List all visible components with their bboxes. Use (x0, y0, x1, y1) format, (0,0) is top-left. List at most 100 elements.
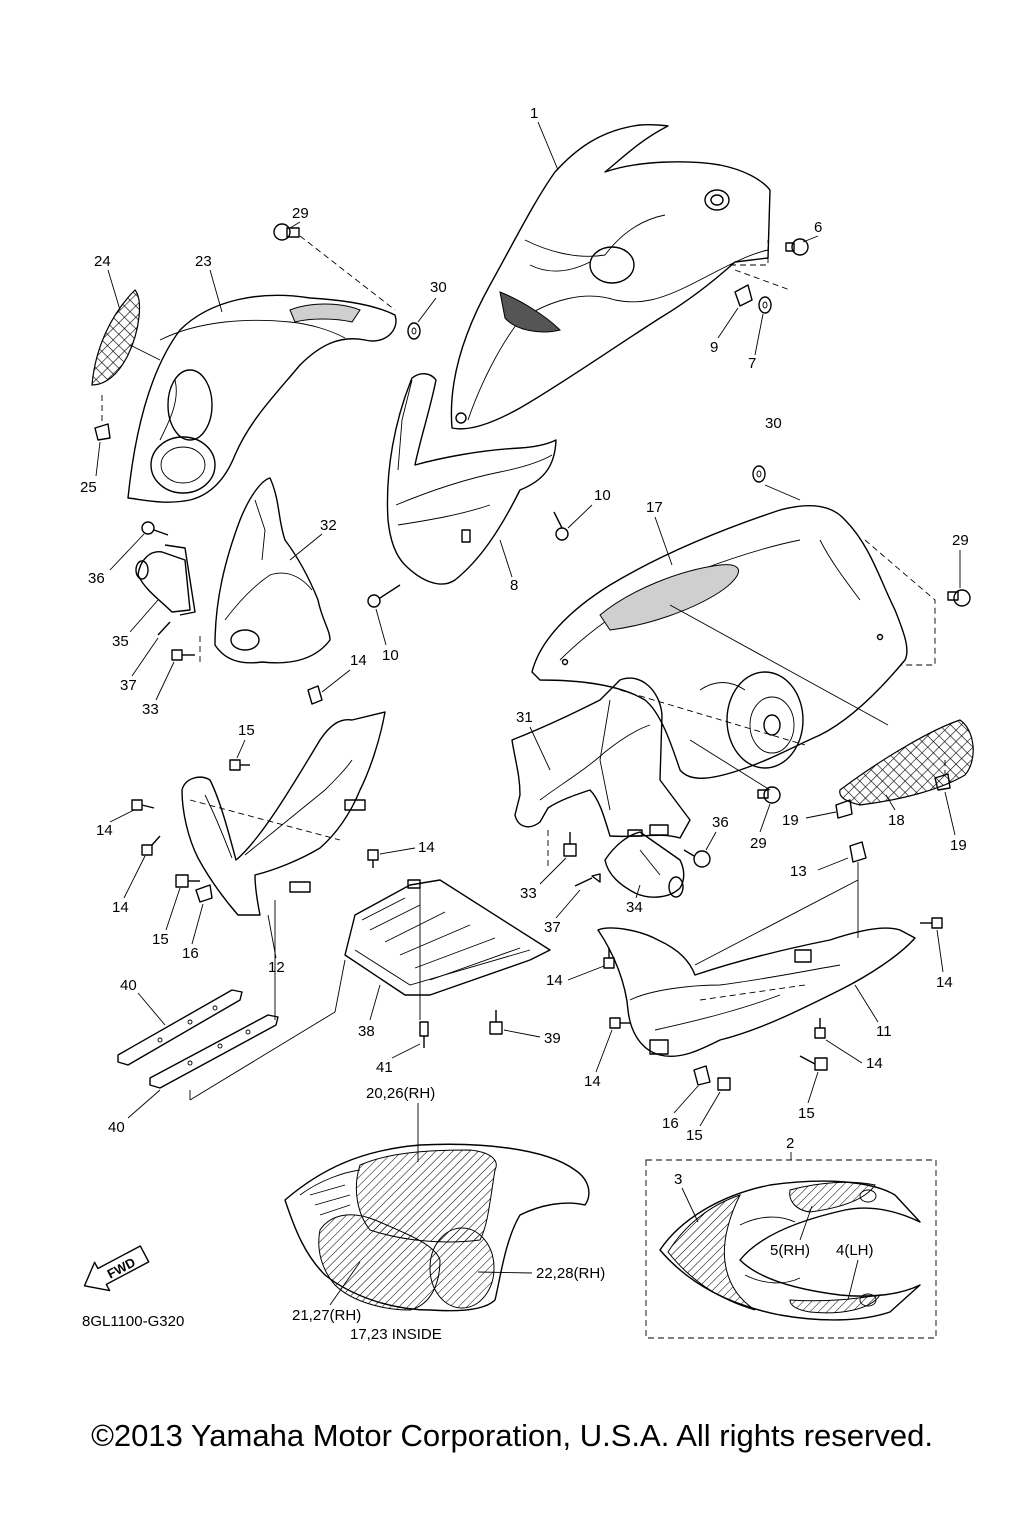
label-part-31: 31 (516, 709, 533, 726)
bolt-part-15d (717, 1077, 731, 1091)
label-part-37b: 37 (544, 919, 561, 936)
label-part-1: 1 (530, 105, 538, 122)
bolt-part-33a (171, 649, 195, 661)
label-part-14b: 14 (96, 822, 113, 839)
inner-panel-part-8 (386, 373, 557, 585)
rivet-part-41 (419, 1021, 429, 1048)
label-part-33b: 33 (520, 885, 537, 902)
label-part-30a: 30 (430, 279, 447, 296)
lower-left-bracket-part-12 (181, 711, 386, 916)
screw-part-14h (814, 1018, 826, 1039)
label-part-34: 34 (626, 899, 643, 916)
label-part-2: 2 (786, 1135, 794, 1152)
mesh-grille-part-24 (91, 289, 161, 386)
front-cowl-part-1 (450, 124, 771, 430)
clip-part-19a (835, 799, 853, 819)
label-part-17: 17 (646, 499, 663, 516)
bolt-part-15b (175, 874, 200, 888)
screw-part-14e (920, 917, 943, 929)
label-part-23: 23 (195, 253, 212, 270)
label-part-13: 13 (790, 863, 807, 880)
fwd-arrow-icon: FWD (83, 1245, 150, 1292)
screw-part-14c (141, 835, 161, 856)
screw-part-14b (131, 799, 155, 811)
label-part-14d: 14 (418, 839, 435, 856)
label-part-25: 25 (80, 479, 97, 496)
graphics-inside-note: 17,23 INSIDE (350, 1326, 442, 1343)
screw-part-14f (603, 948, 615, 969)
strip-part-40a (117, 989, 243, 1066)
label-part-41: 41 (376, 1059, 393, 1076)
bolt-part-29b (947, 589, 971, 607)
lower-right-bracket-part-11 (597, 927, 916, 1057)
label-part-35: 35 (112, 633, 129, 650)
label-part-29a: 29 (292, 205, 309, 222)
label-part-6: 6 (814, 219, 822, 236)
label-part-14g: 14 (584, 1073, 601, 1090)
bolt-part-36a (141, 521, 169, 536)
bolt-part-29c (757, 786, 781, 804)
label-part-8: 8 (510, 577, 518, 594)
label-graphics-top: 20,26(RH) (366, 1085, 435, 1102)
label-part-36a: 36 (88, 570, 105, 587)
washer-part-16a (195, 884, 213, 903)
mesh-grille-part-18 (839, 719, 974, 806)
label-part-12: 12 (268, 959, 285, 976)
diagram-code: 8GL1100-G320 (82, 1313, 184, 1330)
label-part-10a: 10 (594, 487, 611, 504)
label-part-11: 11 (876, 1023, 892, 1040)
screw-part-37a (157, 621, 171, 636)
label-part-39: 39 (544, 1030, 561, 1047)
label-part-16a: 16 (182, 945, 199, 962)
label-part-15b: 15 (152, 931, 169, 948)
label-graphics-lower-left: 21,27(RH) (292, 1307, 361, 1324)
label-part-16b: 16 (662, 1115, 679, 1132)
label-part-32: 32 (320, 517, 337, 534)
bellows-part-34 (604, 829, 685, 898)
bolt-part-15c (799, 1055, 828, 1071)
label-part-15a: 15 (238, 722, 255, 739)
bolt-part-36b (683, 849, 711, 868)
clip-part-13 (849, 841, 867, 863)
side-cover-part-23 (127, 294, 397, 503)
clip-part-9 (734, 284, 753, 307)
screw-part-37b (574, 873, 601, 887)
clip-part-19b (934, 773, 951, 791)
parts-diagram: 1 6 9 7 23 24 25 29 (80, 105, 974, 1343)
label-part-24: 24 (94, 253, 111, 270)
fwd-badge-text: FWD (105, 1254, 138, 1281)
bellows-part-35 (135, 544, 196, 616)
label-part-38: 38 (358, 1023, 375, 1040)
screw-part-14d (367, 849, 379, 868)
washer-part-16b (693, 1065, 711, 1086)
bolt-part-6 (785, 238, 809, 256)
label-part-33a: 33 (142, 701, 159, 718)
label-part-15c: 15 (798, 1105, 815, 1122)
label-part-14h: 14 (866, 1055, 883, 1072)
label-part-7: 7 (748, 355, 756, 372)
label-part-9: 9 (710, 339, 718, 356)
screw-part-39 (489, 1010, 503, 1035)
label-part-30b: 30 (765, 415, 782, 432)
label-part-14c: 14 (112, 899, 129, 916)
label-part-40a: 40 (120, 977, 137, 994)
screw-part-10b (367, 584, 401, 608)
decal-set-part-2 (659, 1180, 921, 1321)
washer-part-7 (758, 296, 772, 314)
label-part-14a: 14 (350, 652, 367, 669)
label-graphics-lower-right: 22,28(RH) (536, 1265, 605, 1282)
screw-part-10a (553, 511, 569, 541)
strip-part-40b (149, 1014, 279, 1089)
label-part-18: 18 (888, 812, 905, 829)
clip-part-25 (94, 423, 111, 441)
bolt-part-15a (229, 759, 250, 771)
screw-part-14a (307, 685, 323, 705)
center-bracket-part-31 (511, 677, 691, 870)
label-part-36b: 36 (712, 814, 729, 831)
inner-bracket-part-32 (214, 477, 331, 664)
label-part-3: 3 (674, 1171, 682, 1188)
label-part-40b: 40 (108, 1119, 125, 1136)
label-part-29c: 29 (750, 835, 767, 852)
bolt-part-33b (563, 832, 577, 857)
washer-part-30a (407, 322, 421, 340)
